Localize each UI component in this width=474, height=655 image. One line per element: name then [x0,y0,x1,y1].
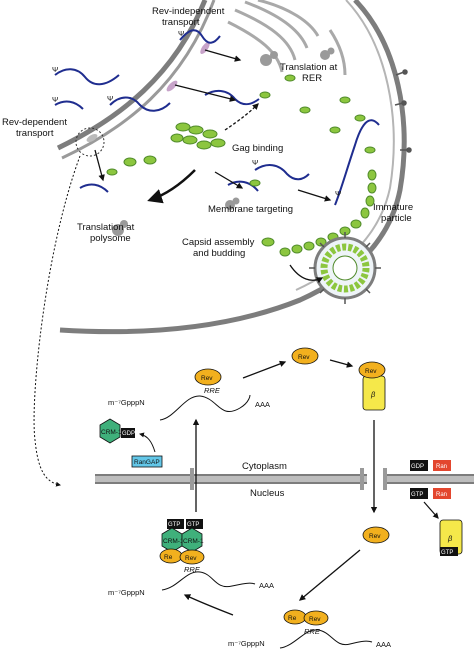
svg-text:Ψ: Ψ [52,65,58,74]
svg-text:Ran: Ran [436,492,447,498]
nuclear-rna-bottom: m⁻⁷GpppN AAA RRE Re Rev [228,609,391,649]
svg-text:Rev: Rev [309,616,321,623]
cytoplasmic-rna: m⁻⁷GpppN AAA RRE Rev [108,368,270,421]
svg-text:Translation at: Translation at [280,62,338,73]
rev-protein: Rev [194,368,222,386]
svg-text:Ψ: Ψ [107,94,113,103]
svg-text:GTP: GTP [187,522,199,528]
svg-text:RanGAP: RanGAP [134,459,160,466]
rev-protein: Rev [362,526,390,544]
label-translation-polysome: Translation at polysome [77,222,135,244]
svg-text:GTP: GTP [411,492,423,498]
svg-text:Re: Re [164,554,173,561]
svg-text:GTP: GTP [168,522,180,528]
svg-text:polysome: polysome [90,233,131,244]
pathway-arrows [33,49,332,487]
svg-text:RRE: RRE [204,386,221,395]
label-translation-rer: Translation at RER [280,62,338,84]
svg-text:Rev-dependent: Rev-dependent [2,117,67,128]
bottom-panel: Cytoplasm Nucleus m⁻⁷GpppN AAA RRE Rev R… [95,347,474,649]
svg-text:Ψ: Ψ [252,158,258,167]
psi-icon: Ψ Ψ Ψ Ψ Ψ Ψ [52,29,341,198]
ribosome [112,47,335,236]
nuclear-envelope-outer [56,0,208,151]
label-capsid-assembly: Capsid assembly and budding [182,237,255,259]
env-spike [394,69,412,153]
svg-text:m⁻⁷GpppN: m⁻⁷GpppN [108,588,145,597]
svg-text:AAA: AAA [376,640,391,649]
immature-particle [309,232,381,304]
svg-text:Ran: Ran [436,464,447,470]
label-rev-independent: Rev-independent transport [152,6,225,28]
svg-text:β: β [447,534,453,543]
nucleus-label: Nucleus [250,488,285,499]
cycle-arrows [183,359,378,616]
crm1-gdp-group: CRM-1 GDP RanGAP [99,418,163,468]
svg-text:Rev: Rev [201,375,213,382]
nuclear-pore [86,42,210,142]
svg-text:GTP: GTP [441,550,453,556]
label-gag-binding: Gag binding [232,143,283,154]
endoplasmic-reticulum [227,0,347,76]
viral-rna [54,29,380,206]
svg-text:RRE: RRE [304,627,321,636]
rev-importin-complex: β Rev [358,361,386,411]
svg-text:Ψ: Ψ [52,95,58,104]
svg-text:and budding: and budding [193,248,245,259]
rangap-box [131,455,163,468]
export-complex: GTP GTP CRM-1 CRM-1 Re Rev [159,519,205,565]
label-membrane-targeting: Membrane targeting [208,204,293,215]
svg-text:Capsid assembly: Capsid assembly [182,237,255,248]
svg-text:Rev: Rev [365,368,377,375]
pore-zoom-circle [75,127,105,157]
svg-text:GDP: GDP [122,431,135,437]
svg-text:CRM-1: CRM-1 [101,429,122,436]
svg-text:Rev: Rev [298,354,310,361]
nuclear-membrane-bar [95,468,474,490]
svg-text:Ψ: Ψ [335,189,341,198]
svg-text:Ψ: Ψ [178,29,184,38]
rev-protein: Rev [291,347,319,365]
svg-text:Immature: Immature [373,202,413,213]
svg-text:Rev: Rev [369,533,381,540]
svg-text:Rev: Rev [185,555,197,562]
nuclear-envelope-inner [61,0,216,160]
label-immature-particle: Immature particle [373,202,413,224]
svg-text:m⁻⁷GpppN: m⁻⁷GpppN [228,639,265,648]
svg-text:RRE: RRE [184,565,201,574]
svg-text:β: β [370,390,376,399]
cytoplasm-label: Cytoplasm [242,461,287,472]
label-rev-dependent: Rev-dependent transport [2,117,67,139]
nuclear-rna-left: m⁻⁷GpppN AAA RRE [108,565,274,597]
svg-text:Translation at: Translation at [77,222,135,233]
svg-text:transport: transport [16,128,54,139]
top-panel: Ψ Ψ Ψ Ψ Ψ Ψ [2,0,413,487]
svg-text:particle: particle [381,213,412,224]
svg-text:RER: RER [302,73,322,84]
svg-text:GDP: GDP [411,464,424,470]
svg-text:transport: transport [162,17,200,28]
svg-text:AAA: AAA [259,581,274,590]
svg-text:CRM-1: CRM-1 [183,538,204,545]
ran-group: GDP Ran GTP Ran β GTP [410,460,463,556]
svg-text:Rev-independent: Rev-independent [152,6,225,17]
gag-protein [106,74,376,247]
svg-text:CRM-1: CRM-1 [163,538,184,545]
svg-text:AAA: AAA [255,400,270,409]
svg-text:Re: Re [288,615,297,622]
svg-text:m⁻⁷GpppN: m⁻⁷GpppN [108,398,145,407]
